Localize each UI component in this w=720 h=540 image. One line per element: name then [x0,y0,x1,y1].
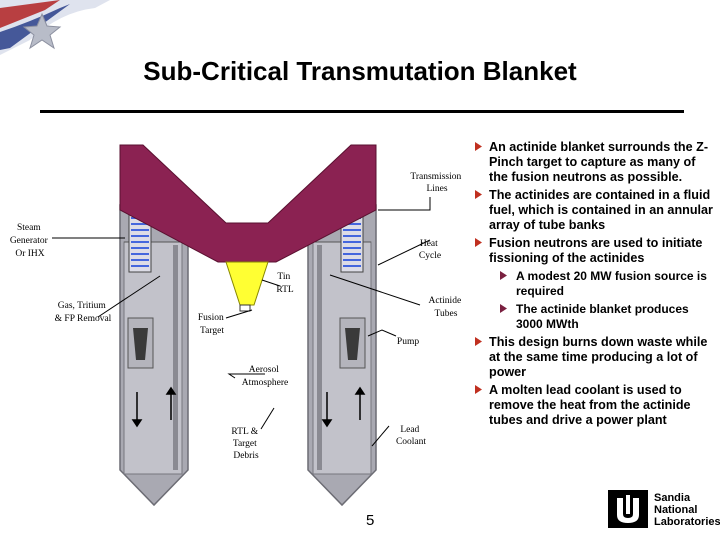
leader-lines [52,197,431,447]
bullet-marker-icon [475,385,482,394]
sandia-logo: Sandia National Laboratories [608,490,720,530]
bullet-item: A molten lead coolant is used to remove … [474,383,714,428]
label-pump: Pump [397,337,419,347]
bullet-item: An actinide blanket surrounds the Z-Pinc… [474,140,714,185]
bullet-list: An actinide blanket surrounds the Z-Pinc… [474,140,714,431]
bullet-marker-icon [475,238,482,247]
flag-star-logo [0,0,110,55]
label-fusion-target: Fusion Target [198,313,226,336]
label-actinide-tubes: Actinide Tubes [428,296,463,319]
label-transmission-lines: Transmission Lines [410,172,463,194]
label-rtl-debris: RTL & Target Debris [231,427,260,461]
label-heat-cycle: Heat Cycle [419,239,441,261]
sub-bullet-item: A modest 20 MW fusion source is required [474,269,714,299]
sub-bullet-item: The actinide blanket produces 3000 MWth [474,302,714,332]
label-gas-removal: Gas, Tritium & FP Removal [55,301,112,324]
sandia-thunderbird-icon [608,490,648,528]
tin-rtl [225,261,269,306]
bullet-marker-icon [475,190,482,199]
bullet-marker-icon [475,337,482,346]
transmission-lines [119,144,377,263]
bullet-marker-icon [475,142,482,151]
label-lead-coolant: Lead Coolant [396,425,426,447]
bullet-item: The actinides are contained in a fluid f… [474,188,714,233]
sub-bullet-marker-icon [500,271,507,280]
sandia-wordmark: Sandia National Laboratories [654,492,720,528]
right-vessel [307,204,377,507]
bullet-item: This design burns down waste while at th… [474,335,714,380]
left-vessel [119,204,189,507]
transmutation-blanket-diagram: Steam Generator Or IHX Transmission Line… [10,144,463,507]
flow-arrows [131,386,366,428]
slide-title: Sub-Critical Transmutation Blanket [143,56,577,86]
sub-bullet-marker-icon [500,304,507,313]
bullet-item: Fusion neutrons are used to initiate fis… [474,236,714,266]
label-tin-rtl: Tin RTL [276,272,294,295]
title-divider [40,110,684,113]
label-steam-generator: Steam Generator Or IHX [10,223,50,259]
label-aerosol: Aerosol Atmosphere [242,365,288,388]
page-number: 5 [366,512,375,529]
